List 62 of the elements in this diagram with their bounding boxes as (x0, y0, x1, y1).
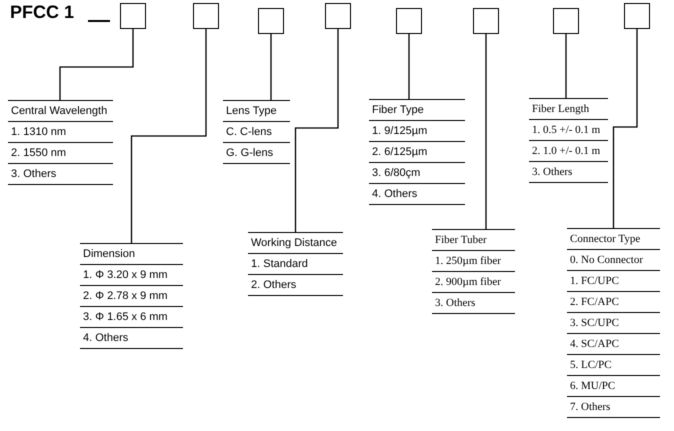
code-box (193, 3, 219, 29)
table-header: Fiber Type (369, 100, 465, 121)
code-box (396, 8, 422, 34)
code-box (258, 8, 284, 34)
table-row: 3. Φ 1.65 x 6 mm (80, 307, 183, 328)
leader-line (408, 34, 410, 99)
table-header: Working Distance (248, 233, 343, 254)
code-box (473, 8, 499, 34)
leader-line (485, 34, 487, 229)
table-header: Lens Type (223, 101, 290, 122)
table-row: 2. Others (248, 275, 343, 296)
code-box (624, 3, 650, 29)
table-header: Dimension (80, 244, 183, 265)
table-row: 3. SC/UPC (567, 313, 660, 334)
table-row: 0. No Connector (567, 250, 660, 271)
option-table (80, 243, 183, 349)
option-table (432, 229, 515, 314)
table-row: 2. 1550 nm (8, 143, 113, 164)
table-row: 3. Others (529, 162, 608, 183)
table-row: 1. FC/UPC (567, 271, 660, 292)
table-row: 5. LC/PC (567, 355, 660, 376)
table-header: Connector Type (567, 229, 660, 250)
leader-line (294, 29, 339, 232)
table-row: 3. Others (8, 164, 113, 185)
table-row: 2. FC/APC (567, 292, 660, 313)
leader-line (59, 29, 134, 100)
table-row: 6. MU/PC (567, 376, 660, 397)
leader-line (612, 29, 638, 228)
table-row: 1. 0.5 +/- 0.1 m (529, 120, 608, 141)
table-row: G. G-lens (223, 143, 290, 164)
table-row: 1. 250µm fiber (432, 251, 515, 272)
option-table (248, 232, 343, 296)
table-row: C. C-lens (223, 122, 290, 143)
table-row: 2. 6/125µm (369, 142, 465, 163)
leader-line (565, 34, 567, 98)
code-box (120, 3, 146, 29)
option-table (8, 100, 113, 185)
table-row: 1. Φ 3.20 x 9 mm (80, 265, 183, 286)
table-row: 2. 1.0 +/- 0.1 m (529, 141, 608, 162)
table-row: 2. Φ 2.78 x 9 mm (80, 286, 183, 307)
table-row: 3. Others (432, 293, 515, 314)
option-table (369, 99, 465, 205)
table-row: 1. 9/125µm (369, 121, 465, 142)
option-table (223, 100, 290, 164)
leader-line (130, 29, 207, 243)
table-row: 4. Others (369, 184, 465, 205)
table-header: Fiber Tuber (432, 230, 515, 251)
code-box (553, 8, 579, 34)
leader-line (270, 34, 272, 100)
table-row: 4. Others (80, 328, 183, 349)
option-table (529, 98, 608, 183)
table-row: 3. 6/80çm (369, 163, 465, 184)
table-row: 1. 1310 nm (8, 122, 113, 143)
option-table (567, 228, 660, 418)
table-row: 4. SC/APC (567, 334, 660, 355)
table-row: 1. Standard (248, 254, 343, 275)
table-header: Central Wavelength (8, 101, 113, 122)
table-row: 7. Others (567, 397, 660, 418)
code-box (325, 3, 351, 29)
table-row: 2. 900µm fiber (432, 272, 515, 293)
table-header: Fiber Length (529, 99, 608, 120)
part-number-prefix: PFCC 1 (10, 2, 74, 23)
